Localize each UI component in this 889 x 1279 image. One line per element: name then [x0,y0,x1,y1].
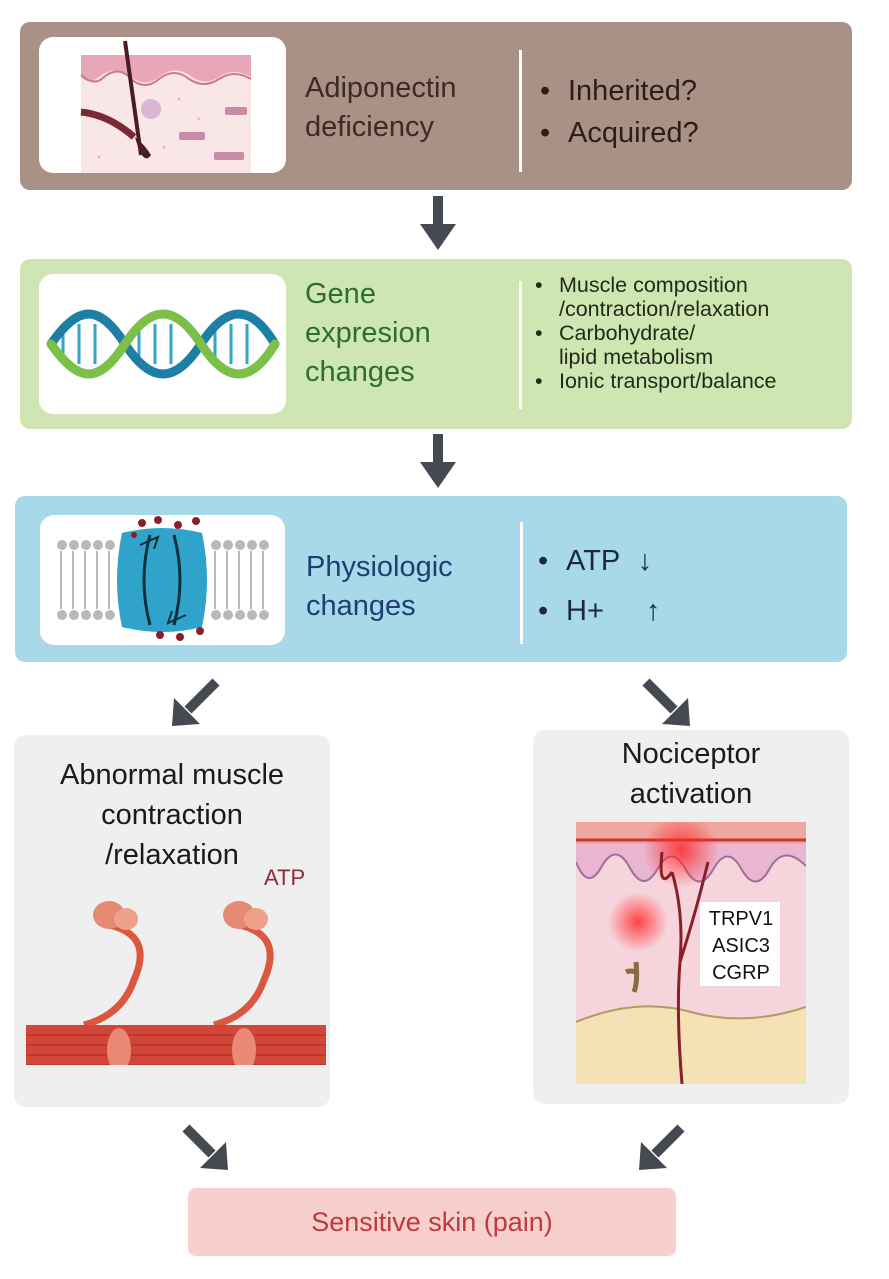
down-left-arrow-icon [639,1124,685,1170]
down-arrow-icon [420,434,456,488]
sensitive-skin-outcome: Sensitive skin (pain) [188,1188,676,1256]
down-right-arrow-icon [182,1124,228,1170]
nociceptor-panel: Nociceptor activation TRPV1 ASIC3 CGRP [533,730,849,1104]
down-left-arrow-icon [172,678,220,726]
nociceptor-title: Nociceptor activation [621,738,761,810]
gene-change-item: Muscle composition /contraction/relaxati… [533,273,777,321]
outcome-label: Sensitive skin (pain) [311,1206,553,1237]
skin-nerve-illustration [576,822,806,1084]
ion-channel-icon [57,516,269,641]
adiponectin-title: Adiponectin deficiency [305,72,457,143]
h-plus-label: H+ [566,595,604,627]
cause-item: Inherited? [538,70,699,112]
physiologic-item: ATP ↓ [536,536,660,586]
atp-label: ATP [264,865,306,890]
marker-label: TRPV1 [708,908,774,930]
marker-label: CGRP [712,962,770,984]
increase-arrow-icon: ↑ [645,595,661,627]
down-arrow-icon [420,196,456,250]
skin-hair-illustration [39,37,286,173]
atp-label: ATP [566,545,620,577]
adiponectin-panel: Adiponectin deficiency Inherited? Acquir… [20,22,852,190]
panel2-divider [519,281,522,409]
cause-item: Acquired? [538,112,699,154]
decrease-arrow-icon: ↓ [637,545,653,577]
ion-channel-illustration [40,515,285,645]
physiologic-title: Physiologic changes [306,551,453,622]
panel3-divider [520,522,523,644]
muscle-panel: Abnormal muscle contraction /relaxation … [14,735,330,1107]
myosin-filament-illustration [26,901,326,1065]
dna-helix-icon [46,309,280,379]
panel1-divider [519,50,522,172]
dna-illustration [39,274,286,414]
gene-expression-panel: Gene expresion changes Muscle compositio… [20,259,852,429]
skin-hair-icon [80,40,252,173]
adiponectin-causes-list: Inherited? Acquired? [538,70,699,154]
gene-change-item: Carbohydrate/ lipid metabolism [533,321,777,369]
muscle-title: Abnormal muscle contraction /relaxation [59,759,285,871]
gene-changes-list: Muscle composition /contraction/relaxati… [533,273,777,393]
gene-expression-title: Gene expresion changes [305,278,431,388]
marker-label: ASIC3 [712,935,770,957]
physiologic-panel: Physiologic changes ATP ↓ H+ ↑ [15,496,847,662]
gene-change-item: Ionic transport/balance [533,369,777,393]
down-right-arrow-icon [642,678,690,726]
receptor-markers: TRPV1 ASIC3 CGRP [703,906,779,987]
physiologic-item: H+ ↑ [536,586,660,636]
physiologic-changes-list: ATP ↓ H+ ↑ [536,536,660,636]
